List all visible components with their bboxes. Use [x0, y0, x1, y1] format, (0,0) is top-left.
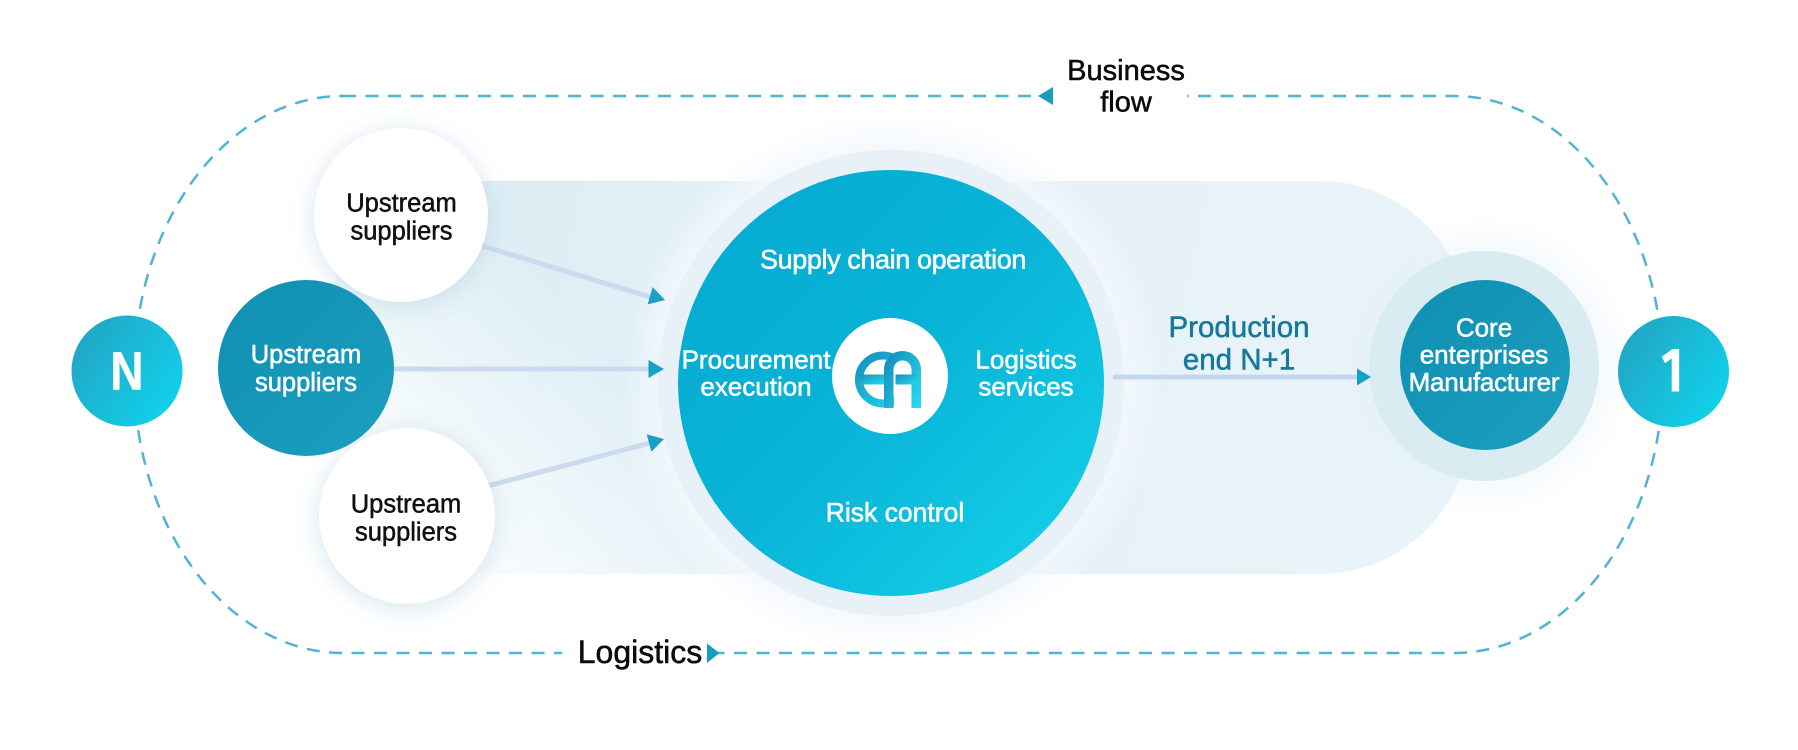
svg-text:Logistics: Logistics — [975, 345, 1076, 375]
svg-text:Manufacturer: Manufacturer — [1409, 367, 1560, 397]
svg-text:Upstream: Upstream — [351, 491, 462, 519]
svg-text:Upstream: Upstream — [251, 341, 362, 369]
svg-text:services: services — [978, 372, 1073, 402]
svg-text:N: N — [110, 341, 143, 401]
svg-text:Procurement: Procurement — [682, 345, 832, 375]
svg-text:Risk control: Risk control — [826, 498, 964, 528]
svg-text:end N+1: end N+1 — [1183, 344, 1295, 377]
svg-text:execution: execution — [700, 372, 811, 402]
svg-text:suppliers: suppliers — [350, 218, 452, 246]
svg-text:Business: Business — [1067, 55, 1185, 87]
svg-text:Logistics: Logistics — [578, 634, 703, 670]
svg-text:Upstream: Upstream — [346, 190, 457, 218]
svg-text:enterprises: enterprises — [1420, 340, 1549, 370]
svg-text:suppliers: suppliers — [355, 519, 457, 547]
svg-text:suppliers: suppliers — [255, 369, 357, 397]
svg-text:Supply chain operation: Supply chain operation — [760, 245, 1026, 275]
svg-text:Production: Production — [1168, 311, 1309, 344]
svg-text:Core: Core — [1456, 313, 1512, 343]
svg-text:flow: flow — [1100, 87, 1153, 119]
